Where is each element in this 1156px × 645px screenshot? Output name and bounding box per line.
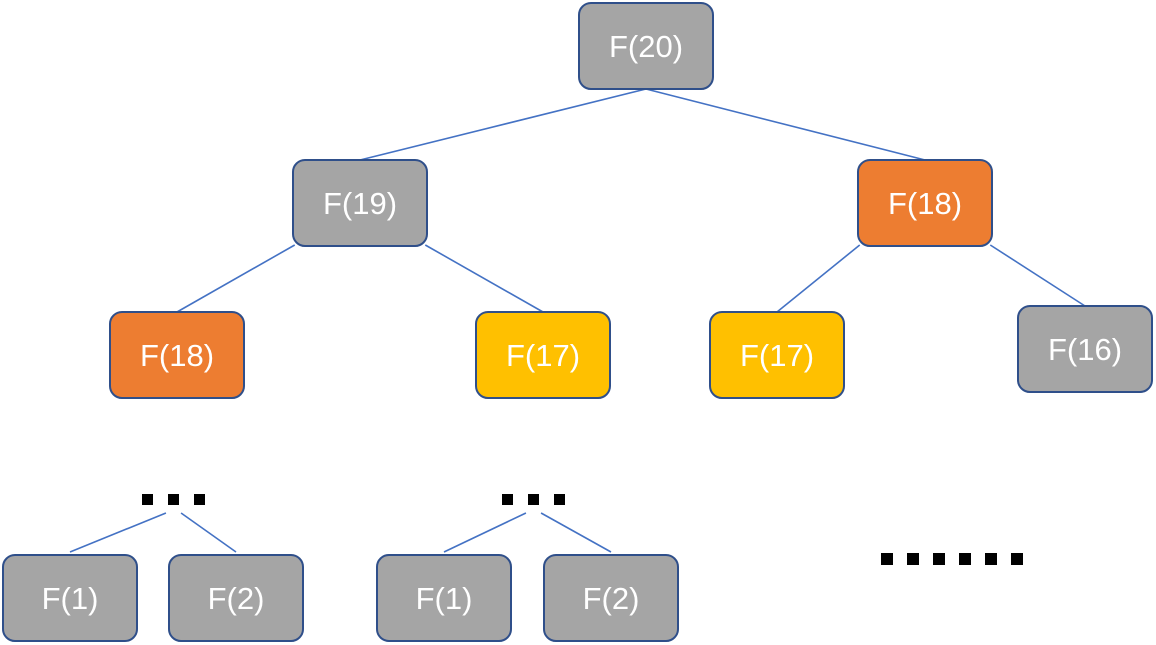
ellipsis-dot — [881, 553, 893, 565]
ellipsis-dot — [933, 553, 945, 565]
edge-f18_right-to-f16 — [989, 244, 1086, 307]
ellipsis-dot — [142, 494, 153, 505]
node-f1-left: F(1) — [2, 554, 138, 642]
ellipsis-dot — [985, 553, 997, 565]
ellipsis-dot — [502, 494, 513, 505]
node-f18-right: F(18) — [857, 159, 993, 247]
node-f16: F(16) — [1017, 305, 1153, 393]
edge-f19-to-f18_left — [176, 244, 296, 313]
node-f2-middle: F(2) — [543, 554, 679, 642]
node-f17-left: F(17) — [475, 311, 611, 399]
ellipsis-middle — [502, 494, 565, 505]
ellipsis-dot — [554, 494, 565, 505]
edge-ellipsis_a-to-f2_a — [180, 512, 237, 553]
node-f1-middle: F(1) — [376, 554, 512, 642]
ellipsis-dot — [528, 494, 539, 505]
ellipsis-dot — [907, 553, 919, 565]
node-f20: F(20) — [578, 2, 714, 90]
edge-f19-to-f17_left — [424, 244, 544, 313]
ellipsis-dot — [194, 494, 205, 505]
edge-ellipsis_b-to-f1_b — [443, 512, 527, 553]
edge-f18_right-to-f17_right — [776, 244, 861, 313]
ellipsis-dot — [959, 553, 971, 565]
ellipsis-left — [142, 494, 205, 505]
edge-f20-to-f18_right — [645, 88, 926, 161]
ellipsis-right — [881, 553, 1023, 565]
node-f2-left: F(2) — [168, 554, 304, 642]
edge-ellipsis_a-to-f1_a — [69, 512, 167, 553]
node-f19: F(19) — [292, 159, 428, 247]
node-f17-right: F(17) — [709, 311, 845, 399]
edge-ellipsis_b-to-f2_b — [540, 512, 612, 553]
ellipsis-dot — [168, 494, 179, 505]
edge-f20-to-f19 — [359, 88, 647, 161]
node-f18-left: F(18) — [109, 311, 245, 399]
ellipsis-dot — [1011, 553, 1023, 565]
